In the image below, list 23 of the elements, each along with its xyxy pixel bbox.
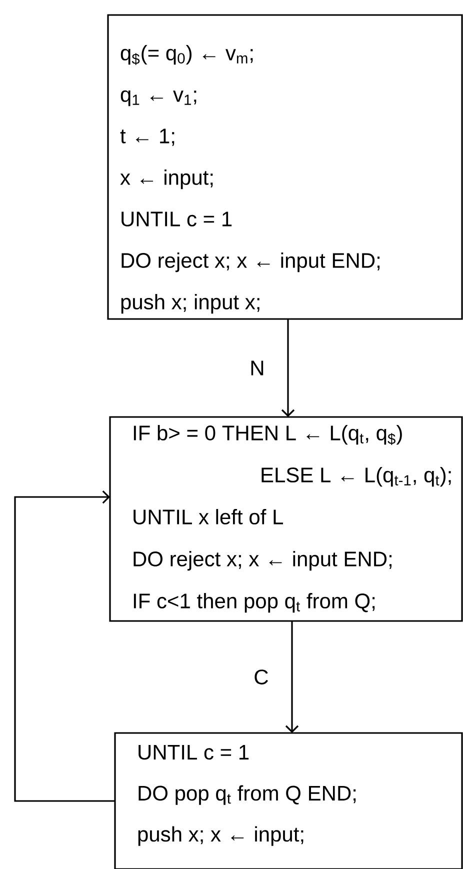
code-line: x ← input; xyxy=(120,170,213,190)
code-line: push x; x ← input; xyxy=(138,826,304,846)
arrow xyxy=(281,319,295,417)
code-line: q$_{1}$ ← v$_{1}$; xyxy=(120,90,196,106)
code-line: DO pop q$_{t}$ from Q END; xyxy=(138,785,356,805)
code-line: IF b> = 0 THEN L ← L(q$_{t}$, q$_{$}$) xyxy=(134,425,402,445)
code-line: UNTIL x left of L xyxy=(134,509,283,524)
code-line: DO reject x; x ← input END; xyxy=(122,252,380,272)
code-line: push x; input x; xyxy=(121,294,260,314)
code-line: ELSE L ← L(q$_{t-1}$, q$_{t}$); xyxy=(262,467,451,487)
process-box xyxy=(114,732,463,869)
code-line: t ← 1; xyxy=(120,128,174,146)
process-box xyxy=(109,416,463,622)
arrow xyxy=(285,621,299,733)
code-line: DO reject x; x ← input END; xyxy=(134,551,392,571)
arrow xyxy=(14,490,115,802)
edge-label: C xyxy=(254,670,268,684)
code-line: UNTIL c = 1 xyxy=(138,745,249,760)
code-line: IF c<1 then pop q$_{t}$ from Q; xyxy=(134,593,375,613)
process-box xyxy=(107,14,463,320)
edge-label: N xyxy=(251,360,264,376)
code-line: q$_{$}$(= q$_{0}$) ← v$_{m}$; xyxy=(120,45,253,65)
code-line: UNTIL c = 1 xyxy=(122,212,232,226)
